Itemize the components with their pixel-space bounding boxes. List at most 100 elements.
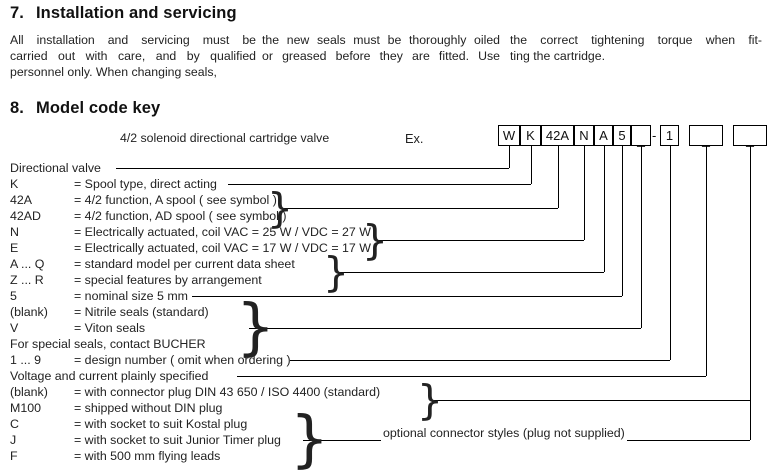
legend-code: C: [10, 417, 19, 431]
legend-description: = Electrically actuated, coil VAC = 17 W…: [74, 241, 371, 255]
legend-row: 42A= 4/2 function, A spool ( see symbol …: [10, 192, 277, 208]
legend-code: (blank): [10, 305, 48, 319]
brace-1: }: [267, 184, 294, 232]
section-8-heading: 8. Model code key: [10, 99, 160, 118]
code-separator: -: [652, 128, 657, 143]
code-box-6[interactable]: 5: [613, 125, 631, 146]
body-line: ting the cartridge.: [510, 49, 606, 64]
body-column-1: All installation and servicing must be c…: [10, 32, 256, 81]
section-7-number: 7.: [10, 4, 24, 22]
legend-row: A ... Q = standard model per current data…: [10, 256, 295, 272]
legend-code: E: [10, 241, 19, 255]
body-line: or greased before they are fitted. Use: [262, 49, 500, 64]
leader-vline-3: [558, 146, 559, 208]
legend-code: J: [10, 433, 17, 447]
leader-hline-7: [249, 328, 641, 329]
body-line: the correct tightening torque when fit-: [510, 33, 762, 47]
leader-vline-optional: [750, 146, 751, 440]
code-box-3[interactable]: 42A: [541, 125, 574, 146]
body-column-2: the new seals must be thoroughly oiled o…: [262, 32, 500, 64]
code-box-5[interactable]: A: [594, 125, 613, 146]
leader-vline-1: [509, 146, 510, 168]
legend-description: = 4/2 function, A spool ( see symbol ): [74, 193, 277, 207]
legend-description: = with connector plug DIN 43 650 / ISO 4…: [74, 385, 381, 399]
legend-row: K = Spool type, direct acting: [10, 176, 217, 192]
legend-description: = with 500 mm flying leads: [74, 449, 221, 463]
leader-hline-8: [290, 360, 670, 361]
legend-row: Voltage and current plainly specified: [10, 368, 208, 384]
leader-vline-8: [670, 146, 671, 360]
legend-description: = Nitrile seals (standard): [74, 305, 209, 319]
legend-row: For special seals, contact BUCHER: [10, 336, 206, 352]
example-label: Ex.: [405, 131, 424, 146]
legend-row: (blank) = with connector plug DIN 43 650 …: [10, 384, 380, 400]
brace-6: }: [290, 404, 330, 475]
legend-code: Voltage and current plainly specified: [10, 369, 209, 383]
leader-hline-2: [228, 184, 531, 185]
legend-row: E = Electrically actuated, coil VAC = 17 …: [10, 240, 371, 256]
legend-description: = design number ( omit when ordering ): [74, 353, 291, 367]
section-8-number: 8.: [10, 99, 24, 117]
legend-description: = 4/2 function, AD spool ( see symbol ): [74, 209, 287, 223]
section-7-title: Installation and servicing: [36, 4, 237, 22]
legend-code: Z ... R: [10, 273, 44, 287]
legend-row: V = Viton seals: [10, 320, 145, 336]
legend-description: = Viton seals: [74, 321, 146, 335]
legend-description: = Electrically actuated, coil VAC = 25 W…: [74, 225, 371, 239]
code-box-1[interactable]: W: [498, 125, 520, 146]
leader-vline-7: [641, 146, 642, 328]
leader-hline-6: [192, 296, 622, 297]
body-line: carried out with care, and by qualified: [10, 49, 256, 64]
leader-hline-3: [280, 208, 558, 209]
brace-2: }: [362, 216, 389, 264]
legend-code: K: [10, 177, 19, 191]
leader-hline-optional-left: [303, 440, 381, 441]
leader-hline-1: [116, 168, 509, 169]
legend-code: V: [10, 321, 19, 335]
legend-code: Directional valve: [10, 161, 101, 175]
leader-hline-5: [336, 272, 604, 273]
legend-code: M100: [10, 401, 41, 415]
code-box-9[interactable]: _: [689, 125, 723, 147]
code-box-2[interactable]: K: [520, 125, 541, 146]
code-box-4[interactable]: N: [574, 125, 594, 146]
code-box-10[interactable]: _: [733, 125, 767, 147]
legend-code: 5: [10, 289, 17, 303]
legend-description: = with socket to suit Kostal plug: [74, 417, 248, 431]
legend-row: F = with 500 mm flying leads: [10, 448, 220, 464]
legend-row: C = with socket to suit Kostal plug: [10, 416, 247, 432]
legend-code: N: [10, 225, 19, 239]
section-7-heading: 7. Installation and servicing: [10, 4, 237, 23]
legend-row: 5= nominal size 5 mm: [10, 288, 188, 304]
section-8-title: Model code key: [36, 99, 161, 117]
legend-code: A ... Q: [10, 257, 45, 271]
legend-row: M100= shipped without DIN plug: [10, 400, 222, 416]
leader-hline-10: [430, 400, 750, 401]
code-box-8[interactable]: 1: [660, 125, 679, 146]
brace-5: }: [417, 376, 444, 424]
legend-description: = standard model per current data sheet: [74, 257, 295, 271]
legend-description: = special features by arrangement: [74, 273, 262, 287]
code-box-7[interactable]: _: [631, 125, 651, 147]
legend-code: F: [10, 449, 18, 463]
leader-vline-2: [531, 146, 532, 184]
leader-vline-9: [706, 146, 707, 376]
brace-3: }: [323, 248, 350, 296]
leader-hline-9: [237, 376, 706, 377]
optional-connector-note: optional connector styles (plug not supp…: [383, 426, 625, 440]
legend-row: J= with socket to suit Junior Timer plug: [10, 432, 281, 448]
legend-row: 42AD= 4/2 function, AD spool ( see symbo…: [10, 208, 286, 224]
legend-description: = Spool type, direct acting: [74, 177, 217, 191]
leader-vline-6: [622, 146, 623, 296]
body-line: the new seals must be thoroughly oiled: [262, 33, 500, 47]
legend-code: (blank): [10, 385, 48, 399]
legend-code: 1 ... 9: [10, 353, 41, 367]
legend-row: N = Electrically actuated, coil VAC = 25 …: [10, 224, 371, 240]
leader-hline-4: [375, 240, 584, 241]
leader-vline-4: [584, 146, 585, 240]
legend-code: For special seals, contact BUCHER: [10, 337, 206, 351]
brace-4: }: [236, 292, 276, 363]
legend-row: 1 ... 9 = design number ( omit when order…: [10, 352, 291, 368]
legend-row: Directional valve: [10, 160, 101, 176]
